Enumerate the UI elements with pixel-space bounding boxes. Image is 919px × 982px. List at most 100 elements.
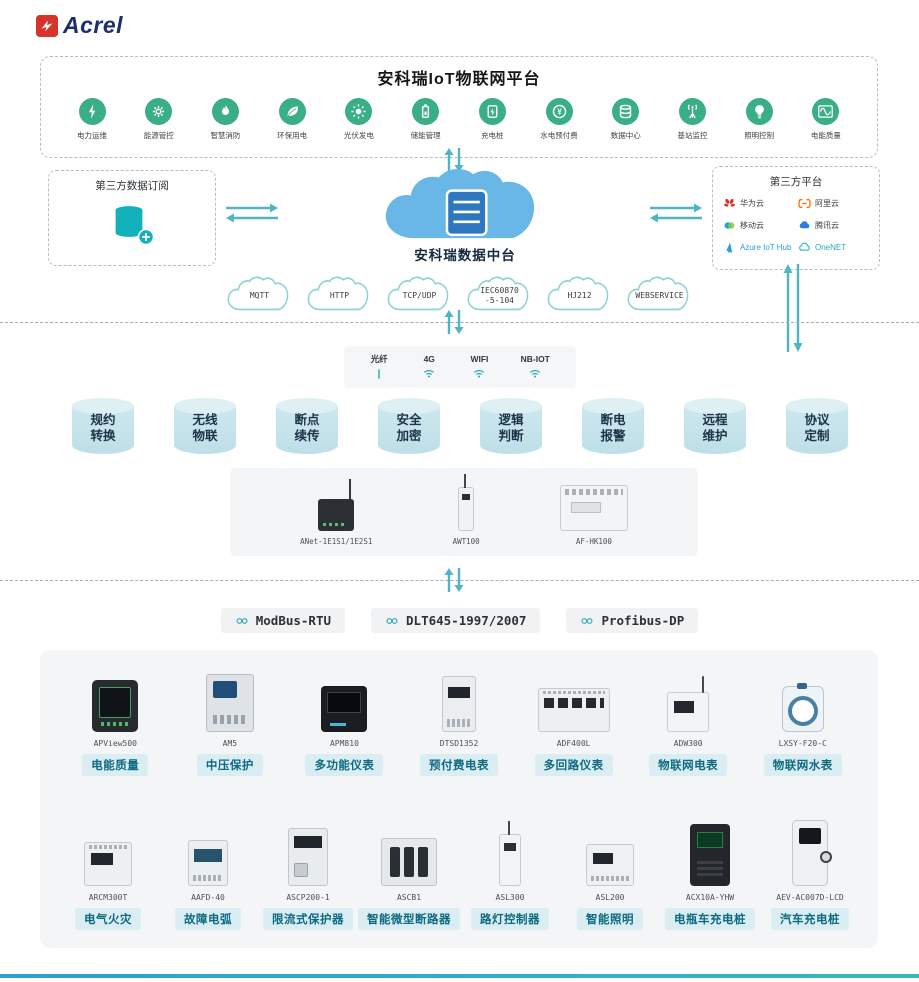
alibaba-cloud-icon bbox=[798, 197, 811, 210]
bidirectional-updown-arrow-icon bbox=[438, 146, 470, 174]
app-label: 环保用电 bbox=[277, 131, 308, 140]
acx-pile-device-image bbox=[690, 824, 730, 886]
capability-cylinder: 规约 转换 bbox=[72, 398, 134, 454]
azure-icon bbox=[723, 241, 736, 254]
wifi-waves-icon bbox=[420, 366, 438, 380]
network-item: 光纤 bbox=[370, 353, 388, 381]
wifi-waves-icon bbox=[526, 366, 544, 380]
product-model: ADW300 bbox=[673, 739, 703, 748]
protocol-name: HTTP bbox=[329, 291, 350, 301]
product-category-chip: 中压保护 bbox=[196, 754, 263, 776]
gear-icon bbox=[145, 98, 173, 125]
server-icon bbox=[445, 189, 488, 237]
app-label: 储能管理 bbox=[410, 131, 441, 140]
protocol-cloud: IEC60870 -5-104 bbox=[464, 276, 536, 314]
flame-icon bbox=[211, 98, 239, 125]
water-device-image bbox=[781, 683, 824, 732]
right-box-title: 第三方平台 bbox=[769, 176, 823, 188]
third-party-platform-box: 第三方平台 华为云 阿里云 移动云 bbox=[712, 166, 880, 270]
app-label: 电力运维 bbox=[77, 131, 107, 140]
product-item: ADW300 物联网电表 bbox=[631, 666, 746, 776]
third-party-platform-item: 阿里云 bbox=[798, 197, 869, 210]
anet-device-image bbox=[318, 479, 355, 531]
gateway-item: AF-HK100 bbox=[559, 485, 628, 546]
awt100-device-image bbox=[458, 474, 475, 531]
cloud-outline-icon bbox=[227, 276, 288, 311]
product-model: ASL300 bbox=[495, 893, 525, 902]
app-item: 环保用电 bbox=[263, 98, 321, 141]
bus-protocols-row: ModBus-RTU DLT645-1997/2007 Profibus-DP bbox=[0, 608, 919, 633]
asl200-device-image bbox=[586, 844, 634, 886]
yuan-coin-icon: ¥ bbox=[545, 98, 573, 125]
capability-label: 规约 转换 bbox=[90, 412, 116, 443]
product-item: ASL200 智能照明 bbox=[560, 820, 660, 930]
protocol-name: HJ212 bbox=[567, 291, 592, 301]
bus-protocol-name: DLT645-1997/2007 bbox=[406, 613, 527, 628]
bidirectional-leftright-arrow-icon bbox=[648, 200, 704, 226]
gateway-item: AWT100 bbox=[453, 474, 480, 546]
product-category-chip: 物联网水表 bbox=[763, 754, 842, 776]
product-category-chip: 电瓶车充电桩 bbox=[665, 908, 755, 930]
product-category-chip: 多功能仪表 bbox=[305, 754, 384, 776]
dtsd1352-device-image bbox=[442, 676, 477, 732]
adf400l-device-image bbox=[537, 688, 610, 732]
acrel-logo: Acrel bbox=[36, 12, 123, 39]
gateway-model: ANet-1E1S1/1E2S1 bbox=[300, 537, 373, 546]
app-label: 基站监控 bbox=[677, 131, 708, 140]
product-category-chip: 故障电弧 bbox=[175, 908, 241, 930]
afhk100-device-image bbox=[559, 485, 628, 531]
network-label: 光纤 bbox=[370, 354, 388, 364]
third-party-platform-item: 华为云 bbox=[723, 197, 794, 210]
network-label: 4G bbox=[423, 354, 435, 364]
product-item: AAFD-40 故障电弧 bbox=[158, 820, 258, 930]
product-category-chip: 预付费电表 bbox=[420, 754, 499, 776]
app-label: 智慧消防 bbox=[210, 131, 241, 140]
product-item: ASL300 路灯控制器 bbox=[460, 820, 560, 930]
product-model: ASCB1 bbox=[396, 893, 422, 902]
acrel-logo-icon bbox=[36, 14, 58, 37]
capability-cylinder: 断电 报警 bbox=[582, 398, 644, 454]
app-item: 电能质量 bbox=[797, 98, 855, 141]
data-center-cloud: 安科瑞数据中台 bbox=[368, 166, 562, 264]
app-item: 照明控制 bbox=[730, 98, 788, 141]
products-row-1: APView500 电能质量 AM5 中压保护 APM810 多功能仪表 bbox=[58, 666, 860, 776]
capability-cylinder: 逻辑 判断 bbox=[480, 398, 542, 454]
products-row-2: ARCM300T 电气火灾 AAFD-40 故障电弧 ASCP200-1 限流式… bbox=[58, 820, 860, 930]
platform-name: 腾讯云 bbox=[815, 221, 839, 230]
network-bar: 光纤 4G WIFI NB-IOT bbox=[344, 346, 576, 388]
platform-name: 移动云 bbox=[740, 221, 764, 230]
platform-name: 阿里云 bbox=[815, 199, 839, 208]
app-item: 储能管理 bbox=[397, 98, 455, 141]
protocol-cloud: HTTP bbox=[304, 276, 376, 314]
product-model: DTSD1352 bbox=[439, 739, 479, 748]
protocol-name: IEC60870 -5-104 bbox=[480, 286, 519, 305]
capability-cylinder: 安全 加密 bbox=[378, 398, 440, 454]
cloud-outline-icon bbox=[307, 276, 368, 311]
bidirectional-leftright-arrow-icon bbox=[224, 200, 280, 226]
product-category-chip: 电气火灾 bbox=[75, 908, 141, 930]
asl300-device-image bbox=[499, 821, 521, 886]
acrel-logo-text: Acrel bbox=[63, 12, 124, 38]
product-model: ASL200 bbox=[595, 893, 625, 902]
network-item: WIFI bbox=[470, 354, 488, 380]
app-item: 光伏发电 bbox=[330, 98, 388, 141]
huawei-cloud-icon bbox=[723, 197, 736, 210]
footer-accent-line bbox=[0, 974, 919, 978]
capability-label: 断电 报警 bbox=[600, 412, 626, 443]
capability-label: 远程 维护 bbox=[702, 412, 728, 443]
product-category-chip: 智能微型断路器 bbox=[358, 908, 460, 930]
product-model: AAFD-40 bbox=[191, 893, 225, 902]
platform-name: 华为云 bbox=[740, 199, 764, 208]
aev-pile-device-image bbox=[792, 820, 832, 886]
network-item: 4G bbox=[420, 354, 438, 380]
product-category-chip: 智能照明 bbox=[577, 908, 643, 930]
product-model: AM5 bbox=[222, 739, 238, 748]
product-item: APM810 多功能仪表 bbox=[287, 666, 402, 776]
ascb1-device-image bbox=[381, 838, 437, 886]
aafd40-device-image bbox=[188, 840, 228, 886]
product-model: ADF400L bbox=[556, 739, 591, 748]
bidirectional-updown-arrow-icon bbox=[438, 308, 470, 336]
third-party-platform-item: Azure IoT Hub bbox=[723, 241, 794, 254]
protocol-name: WEBSERVICE bbox=[635, 291, 684, 301]
